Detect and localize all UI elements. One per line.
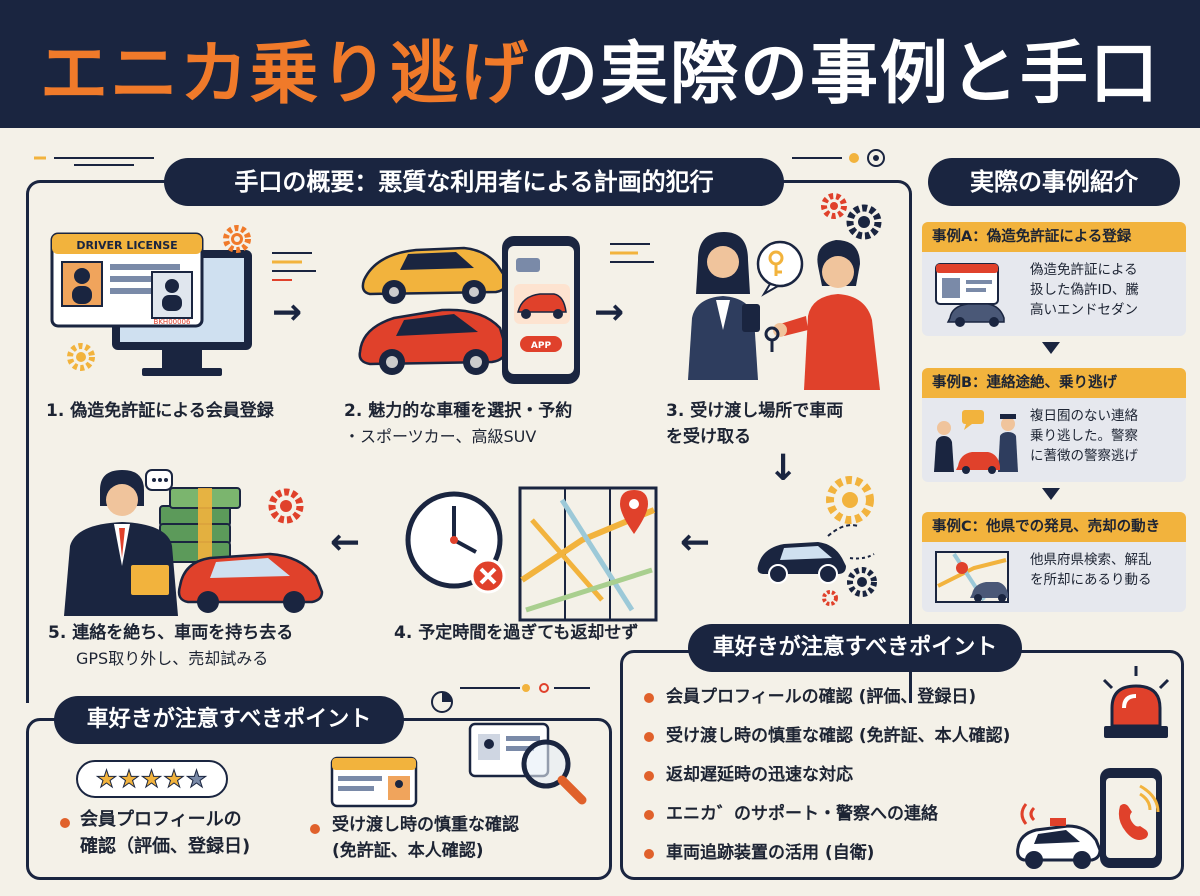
arrow-right-icon: → — [594, 292, 625, 333]
clock-map-illustration — [405, 486, 658, 622]
decor-lines-top-right — [792, 149, 885, 167]
title-rest: の実際の事例と手口 — [530, 35, 1161, 114]
police-confrontation-icon — [934, 410, 1018, 474]
siren-icon — [1102, 666, 1170, 738]
case-b-text: 複日囿のない連絡乗り逃した。警察に蓍徴の警察逃げ — [1030, 408, 1138, 464]
step-3-label: 3. 受け渡し場所で車両を受け取る — [666, 401, 844, 447]
case-card-b: 事例B：連絡途絶、乗り逃げ 複日囿のない連絡乗り逃した。警察に蓍徴の警察逃げ — [922, 368, 1186, 482]
cases-heading: 実際の事例紹介 — [928, 158, 1180, 206]
left-point-2: 受け渡し時の慎重な確認(免許証、本人確認) — [332, 815, 519, 861]
point-item: エニカ゛のサポート・警察への連絡 — [640, 795, 1010, 834]
magnifier-icon — [468, 722, 587, 805]
points-right-heading: 車好きが注意すべきポイント — [688, 624, 1022, 672]
rating-bubble: ★★★★★ — [76, 760, 228, 798]
step-1-label: 1. 偽造免許証による会員登録 — [46, 401, 274, 421]
gear-icon — [67, 343, 95, 371]
case-c-title: 事例C：他県での発見、売却の動き — [922, 512, 1186, 542]
gear-icon — [223, 225, 251, 253]
points-right-list: 会員プロフィールの確認 (評価、登録日) 受け渡し時の慎重な確認 (免許証、本人… — [640, 678, 1010, 873]
map-car-icon — [935, 551, 1009, 603]
point-item: 返却遅延時の迅速な対応 — [640, 756, 1010, 795]
bullet-dot — [60, 818, 70, 828]
step-2-label: 2. 魅力的な車種を選択・予約・スポーツカー、高級SUV — [344, 401, 573, 446]
arrow-right-icon: → — [272, 292, 303, 333]
point-item: 受け渡し時の慎重な確認 (免許証、本人確認) — [640, 717, 1010, 756]
license-monitor-illustration: DRIVER LICENSE BKH00006 — [50, 232, 252, 376]
businessman-money-car-illustration — [64, 469, 324, 616]
title-highlight: エニカ乗り逃げ — [39, 35, 530, 114]
point-item: 会員プロフィールの確認 (評価、登録日) — [640, 678, 1010, 717]
arrow-left-icon: ← — [330, 522, 361, 563]
decor-lines-top-left — [34, 156, 154, 166]
case-c-text: 他県府県検索、解乱を所却にあるり動る — [1030, 552, 1152, 588]
license-car-icon — [935, 263, 1005, 327]
arrow-left-icon: ← — [680, 522, 711, 563]
arrow-down-icon: ↓ — [768, 448, 799, 489]
overview-heading: 手口の概要：悪質な利用者による計画的犯行 — [164, 158, 784, 206]
bullet-dot — [310, 824, 320, 834]
gear-icon — [821, 193, 882, 240]
case-arrow-down-icon — [1042, 488, 1060, 500]
header-bar — [0, 0, 1200, 128]
case-card-a: 事例A：偽造免許証による登録 偽造免許証による扱した偽許ID、騰高いエンドセダン — [922, 222, 1186, 336]
app-button-label: APP — [531, 341, 552, 351]
code-lines-icon — [610, 243, 654, 263]
case-arrow-down-icon — [1042, 342, 1060, 354]
points-left-heading: 車好きが注意すべきポイント — [54, 696, 404, 744]
case-a-title: 事例A：偽造免許証による登録 — [922, 222, 1186, 252]
id-card-icon — [330, 756, 418, 808]
step-4-label: 4. 予定時間を過ぎても返却せず — [394, 623, 639, 643]
case-b-title: 事例B：連絡途絶、乗り逃げ — [922, 368, 1186, 398]
case-a-text: 偽造免許証による扱した偽許ID、騰高いエンドセダン — [1030, 262, 1139, 318]
key-handover-illustration — [688, 232, 880, 390]
star-rating-icon: ★★★★★ — [95, 765, 209, 794]
sports-cars-phone-illustration: APP — [358, 236, 580, 384]
point-item: 車両追跡装置の活用 (自衛) — [640, 834, 1010, 873]
license-number: BKH00006 — [154, 318, 191, 326]
police-car-phone-icon — [1016, 768, 1162, 869]
decor-lines-left-panel — [431, 683, 590, 713]
license-heading: DRIVER LICENSE — [76, 239, 177, 252]
page-title: エニカ乗り逃げの実際の事例と手口 — [0, 18, 1200, 117]
car-with-gears-illustration — [757, 476, 877, 606]
case-card-c: 事例C：他県での発見、売却の動き 他県府県検索、解乱を所却にあるり動る — [922, 512, 1186, 612]
left-point-1: 会員プロフィールの確認（評価、登録日) — [80, 809, 251, 857]
code-lines-icon — [272, 252, 316, 281]
